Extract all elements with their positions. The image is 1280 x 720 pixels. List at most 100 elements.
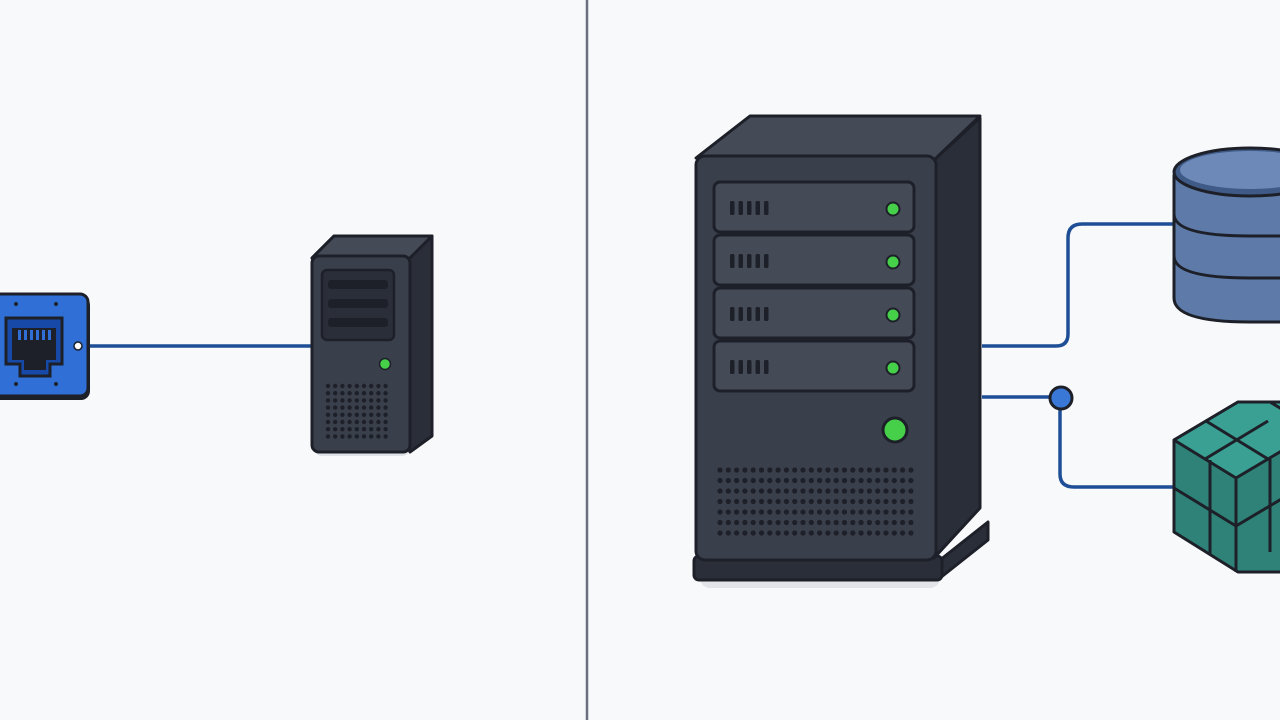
vent-hole bbox=[354, 405, 359, 410]
vent-hole bbox=[340, 427, 345, 432]
vent-hole bbox=[340, 383, 345, 389]
vent-hole bbox=[333, 427, 338, 432]
vent-hole bbox=[376, 405, 381, 410]
vent-hole bbox=[767, 530, 773, 536]
vent-hole bbox=[725, 509, 731, 515]
vent-hole bbox=[369, 427, 374, 432]
tower-server-icon bbox=[310, 234, 434, 456]
vent-hole bbox=[333, 398, 338, 403]
vent-hole bbox=[891, 509, 897, 515]
vent-hole bbox=[325, 391, 331, 396]
vent-hole bbox=[354, 434, 359, 439]
vent-hole bbox=[866, 488, 873, 494]
vent-hole bbox=[742, 477, 748, 484]
vent-hole bbox=[783, 530, 790, 536]
drive-bay bbox=[712, 286, 916, 340]
vent-hole bbox=[908, 530, 914, 536]
vent-hole bbox=[783, 477, 790, 484]
vent-hole bbox=[900, 477, 906, 484]
vent-hole bbox=[725, 498, 731, 505]
vent-hole bbox=[875, 498, 881, 505]
vent-hole bbox=[891, 477, 897, 484]
vent-hole bbox=[866, 498, 873, 505]
vent-hole bbox=[383, 383, 388, 389]
vent-hole bbox=[383, 412, 388, 417]
cube-icon bbox=[1172, 400, 1280, 574]
vent-hole bbox=[347, 405, 352, 410]
vent-hole bbox=[808, 488, 814, 494]
vent-hole bbox=[725, 519, 731, 526]
vent-hole bbox=[369, 412, 374, 417]
vent-hole bbox=[347, 398, 352, 403]
vent-hole bbox=[750, 477, 756, 484]
vent-hole bbox=[891, 519, 897, 526]
vent-hole bbox=[717, 488, 723, 494]
vent-hole bbox=[908, 488, 914, 494]
vent-hole bbox=[361, 434, 367, 439]
vent-hole bbox=[900, 530, 906, 536]
vent-hole bbox=[775, 488, 781, 494]
vent-hole bbox=[792, 530, 798, 536]
vent-hole bbox=[361, 412, 367, 417]
vent-hole bbox=[725, 467, 731, 473]
vent-hole bbox=[734, 477, 740, 484]
vent-hole bbox=[758, 477, 765, 484]
drive-bay bbox=[712, 233, 916, 287]
vent-hole bbox=[858, 488, 864, 494]
vent-hole bbox=[369, 383, 374, 389]
vent-hole bbox=[325, 398, 331, 403]
vent-hole bbox=[717, 519, 723, 526]
vent-hole bbox=[833, 519, 839, 526]
vent-hole bbox=[875, 509, 881, 515]
drive-bay bbox=[712, 180, 916, 234]
storage-link bbox=[982, 395, 1175, 489]
vent-hole bbox=[354, 427, 359, 432]
vent-hole bbox=[376, 419, 381, 425]
vent-hole bbox=[347, 434, 352, 439]
vent-hole bbox=[767, 519, 773, 526]
vent-hole bbox=[841, 467, 848, 473]
vent-hole bbox=[817, 477, 823, 484]
bay-status-led bbox=[885, 201, 901, 217]
vent-hole bbox=[767, 488, 773, 494]
vent-hole bbox=[783, 498, 790, 505]
junction-node-icon bbox=[1048, 385, 1074, 411]
vent-hole bbox=[325, 405, 331, 410]
vent-hole bbox=[325, 412, 331, 417]
vent-hole bbox=[758, 498, 765, 505]
vent-hole bbox=[750, 519, 756, 526]
vent-hole bbox=[850, 498, 856, 505]
vent-hole bbox=[758, 467, 765, 473]
vent-hole bbox=[325, 427, 331, 432]
vent-hole bbox=[361, 391, 367, 396]
vent-hole bbox=[841, 509, 848, 515]
vent-hole bbox=[825, 477, 831, 484]
vent-hole bbox=[376, 412, 381, 417]
vent-hole bbox=[825, 467, 831, 473]
vent-hole bbox=[792, 467, 798, 473]
bay-status-led bbox=[885, 307, 901, 323]
vent-hole bbox=[750, 467, 756, 473]
vent-hole bbox=[361, 405, 367, 410]
vent-hole bbox=[742, 519, 748, 526]
vent-hole bbox=[383, 427, 388, 432]
vent-hole bbox=[734, 488, 740, 494]
vent-hole bbox=[383, 419, 388, 425]
vent-hole bbox=[354, 383, 359, 389]
vent-hole bbox=[347, 383, 352, 389]
vent-hole bbox=[340, 419, 345, 425]
vent-hole bbox=[891, 498, 897, 505]
vent-hole bbox=[340, 398, 345, 403]
vent-hole bbox=[775, 530, 781, 536]
vent-hole bbox=[750, 498, 756, 505]
vent-hole bbox=[347, 427, 352, 432]
vent-hole bbox=[383, 398, 388, 403]
vent-hole bbox=[808, 477, 814, 484]
vent-hole bbox=[825, 509, 831, 515]
vent-hole bbox=[883, 488, 889, 494]
vent-hole bbox=[850, 488, 856, 494]
vent-hole bbox=[850, 509, 856, 515]
vent-hole bbox=[875, 477, 881, 484]
vent-hole bbox=[767, 498, 773, 505]
vent-hole bbox=[333, 391, 338, 396]
